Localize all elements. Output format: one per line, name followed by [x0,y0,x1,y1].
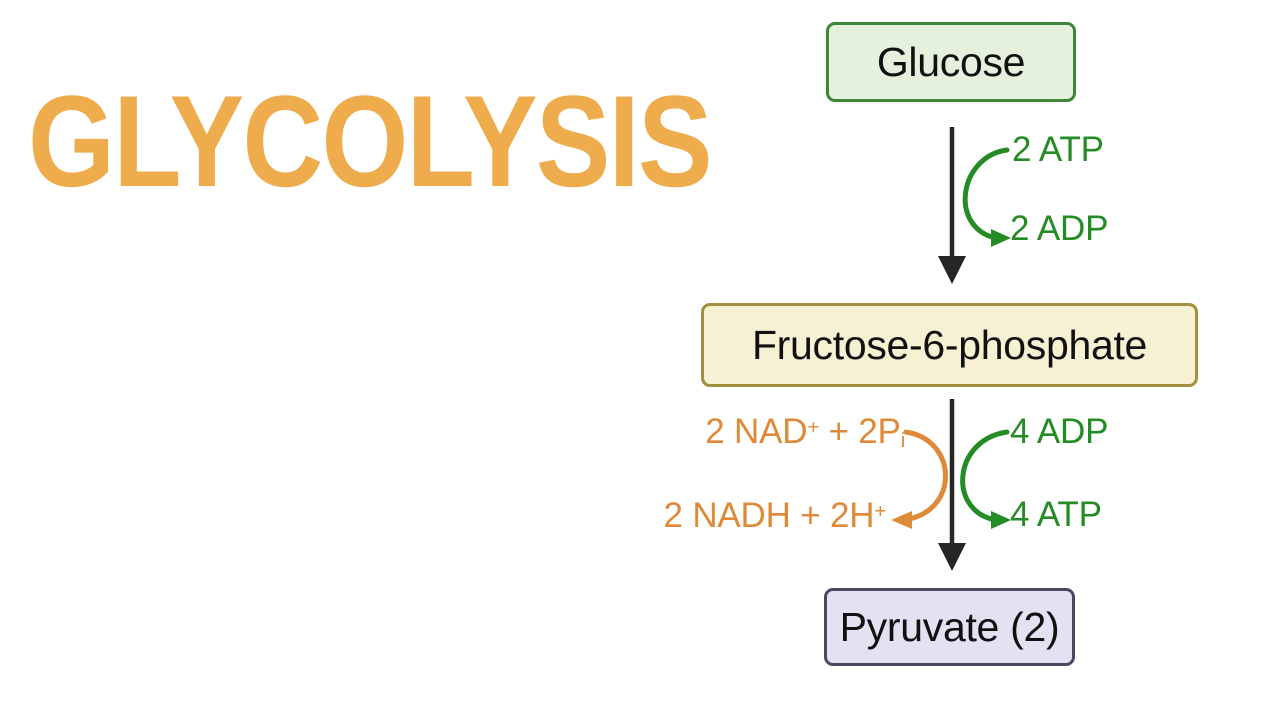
label-2-adp: 2 ADP [1010,209,1109,248]
node-fructose-6-phosphate-label: Fructose-6-phosphate [751,321,1148,368]
node-glucose: Glucose [826,22,1076,102]
label-nad-input: 2 NAD+ + 2Pi [705,412,906,453]
diagram-title: GLYCOLYSIS [28,68,713,214]
label-nad-input-subscript: i [900,430,906,453]
atp-generation-arc-head [991,511,1011,529]
node-pyruvate-label: Pyruvate (2) [839,603,1060,650]
atp-consumption-arc [962,147,1010,241]
atp-consumption-arc-head [991,229,1011,247]
arrow-glucose-to-f6p-head [938,256,966,284]
node-glucose-label: Glucose [876,38,1026,85]
label-nad-input-superscript: + [807,416,819,439]
arrow-f6p-to-pyruvate-head [938,543,966,571]
label-2-atp: 2 ATP [1012,130,1104,169]
node-pyruvate: Pyruvate (2) [824,588,1075,666]
label-nadh-output-base: 2 NADH + 2H [663,496,875,535]
nad-reduction-arc-head [891,511,912,529]
label-4-adp: 4 ADP [1010,412,1109,451]
label-nadh-output: 2 NADH + 2H+ [663,496,887,535]
node-fructose-6-phosphate: Fructose-6-phosphate [701,303,1198,387]
nad-reduction-arc [901,429,948,523]
label-nadh-output-superscript: + [874,500,886,523]
label-nad-input-base: 2 NAD [705,412,808,451]
label-nad-input-phosphate: + 2P [818,412,901,451]
label-4-atp: 4 ATP [1010,495,1102,534]
atp-generation-arc [960,429,1010,523]
